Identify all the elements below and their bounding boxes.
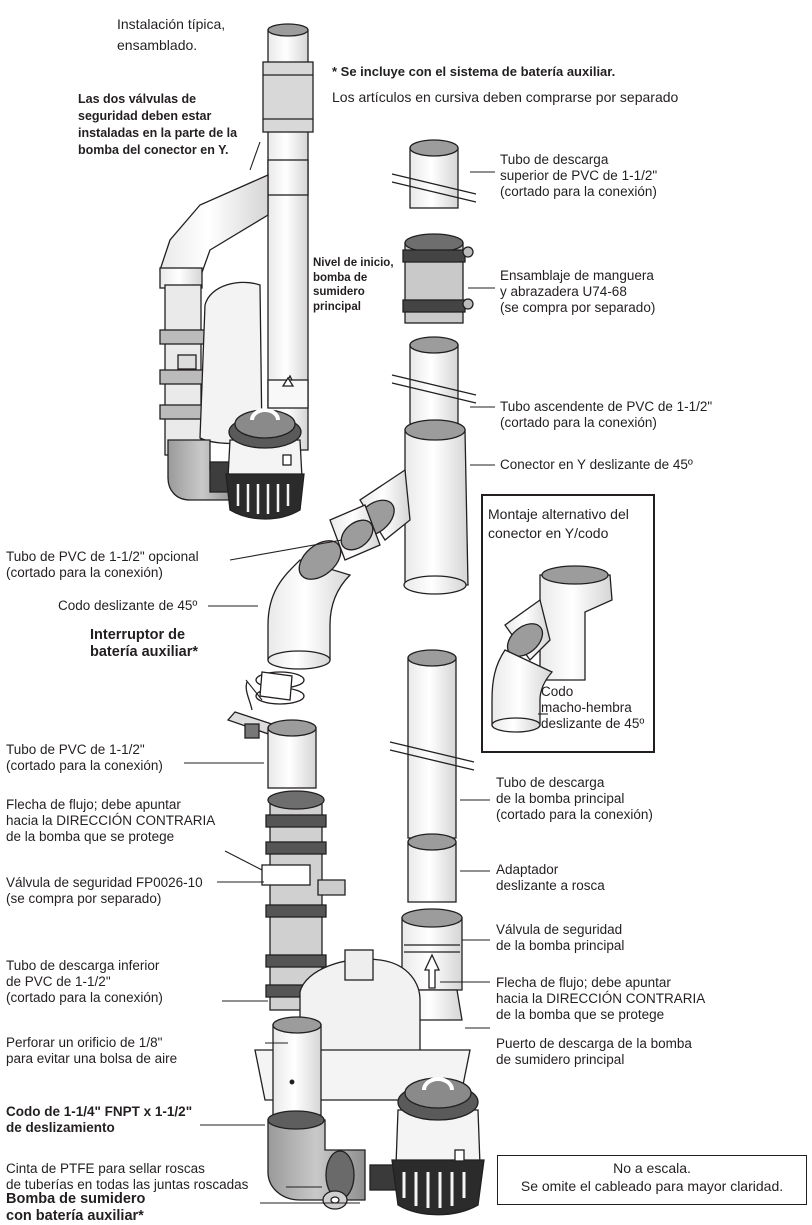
- main-check-valve-label: Válvula de seguridad de la bomba princip…: [496, 922, 625, 953]
- fnpt-elbow: [267, 1110, 366, 1201]
- scale-note-text: No a escala. Se omite el cableado para m…: [520, 1160, 784, 1194]
- slip-adapter-label: Adaptador deslizante a rosca: [496, 862, 605, 893]
- alternate-elbow-label: Codo macho-hembra deslizante de 45º: [541, 684, 645, 731]
- flow-arrow-label: Flecha de flujo; debe apuntar hacia la D…: [6, 797, 216, 844]
- ptfe-tape-label: Cinta de PTFE para sellar roscas de tube…: [6, 1161, 249, 1192]
- flow-arrow-main-label: Flecha de flujo; debe apuntar hacia la D…: [496, 975, 706, 1022]
- drill-hole-label: Perforar un orificio de 1/8" para evitar…: [6, 1035, 178, 1066]
- leader-lines: [184, 141, 548, 1204]
- ptfe-tape-roll: [322, 1190, 348, 1210]
- upper-pipe-label: Tubo de descarga superior de PVC de 1-1/…: [500, 152, 658, 199]
- y-connector-label: Conector en Y deslizante de 45º: [500, 457, 693, 472]
- main-discharge-pipe: [389, 649, 475, 839]
- backup-pump-label: Bomba de sumidero con batería auxiliar*: [6, 1191, 146, 1224]
- lower-pipe-label: Tubo de descarga inferior de PVC de 1-1/…: [6, 958, 163, 1005]
- backup-pump-main: [369, 1077, 485, 1216]
- lower-discharge-pipe: [272, 1016, 322, 1116]
- upper-discharge-pipe: [391, 139, 477, 209]
- discharge-port-label: Puerto de descarga de la bomba de sumide…: [496, 1036, 692, 1067]
- start-level-label: Nivel de inicio, bomba de sumidero princ…: [313, 257, 394, 313]
- note-italic: Los artículos en cursiva deben comprarse…: [332, 89, 679, 105]
- slip-adapter: [407, 833, 457, 903]
- riser-pipe: [391, 336, 477, 431]
- slip-elbow-45: [267, 540, 352, 670]
- slip-elbow-label: Codo deslizante de 45º: [58, 598, 198, 613]
- battery-switch-label: Interruptor de batería auxiliar*: [90, 627, 198, 660]
- caption-installed: Instalación típica, ensamblado.: [117, 16, 226, 53]
- note-valves: Las dos válvulas de seguridad deben esta…: [78, 92, 238, 157]
- note-included: * Se incluye con el sistema de batería a…: [332, 64, 616, 79]
- alternate-assembly-box: [481, 494, 655, 753]
- riser-pipe-label: Tubo ascendente de PVC de 1-1/2" (cortad…: [500, 399, 713, 430]
- hose-assembly-label: Ensamblaje de manguera y abrazadera U74-…: [500, 268, 656, 315]
- alternate-box-title: Montaje alternativo del conector en Y/co…: [488, 506, 629, 541]
- assembled-installation: [159, 23, 314, 520]
- fnpt-elbow-label: Codo de 1-1/4" FNPT x 1-1/2" de deslizam…: [6, 1104, 193, 1135]
- optional-pvc-pipe: [329, 504, 381, 561]
- pvc-pipe-label: Tubo de PVC de 1-1/2" (cortado para la c…: [6, 742, 163, 773]
- check-valve-label: Válvula de seguridad FP0026-10 (se compr…: [6, 875, 203, 906]
- pvc-pipe-short: [267, 719, 317, 789]
- hose-clamp-assembly: [402, 233, 474, 324]
- optional-pipe-label: Tubo de PVC de 1-1/2" opcional (cortado …: [6, 549, 199, 580]
- main-discharge-label: Tubo de descarga de la bomba principal (…: [496, 775, 653, 822]
- check-valve-fp0026: [261, 790, 346, 1011]
- alternate-assembly-drawing: [491, 565, 613, 733]
- scale-note: No a escala. Se omite el cableado para m…: [497, 1155, 807, 1205]
- y-connector: [355, 419, 469, 595]
